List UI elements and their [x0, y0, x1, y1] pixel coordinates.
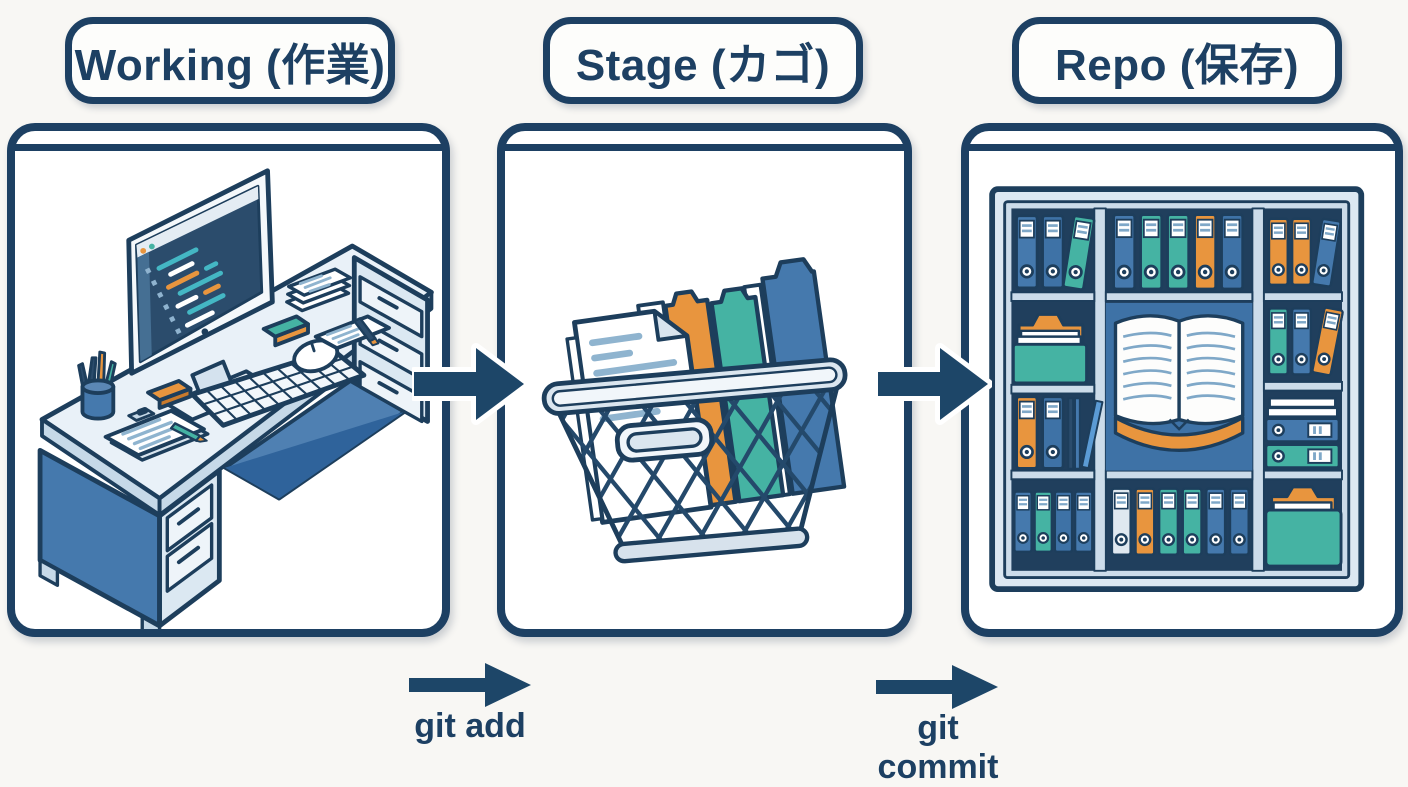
monitor-camera-dot	[201, 328, 209, 336]
shelf-right-folder	[1264, 485, 1343, 568]
git-add-label: git add	[414, 707, 526, 745]
shelf-left-top-binders	[1015, 214, 1096, 292]
paper-stack	[285, 267, 353, 313]
stage-to-repo-arrow	[876, 336, 992, 432]
stage-panel	[497, 123, 912, 637]
basket-illustration	[541, 257, 852, 564]
repo-header: Repo (保存)	[1012, 17, 1342, 104]
repo-panel	[961, 123, 1403, 637]
git-flow-diagram: Working (作業) Stage (カゴ) Repo (保存)	[7, 17, 1403, 786]
pen-cup	[77, 350, 117, 421]
orange-sticky-note	[146, 379, 193, 410]
working-title: Working (作業)	[74, 40, 386, 90]
basket-handle	[614, 417, 715, 463]
stage-title: Stage (カゴ)	[575, 40, 831, 90]
bookshelf-illustration	[989, 186, 1365, 593]
left-pedestal	[37, 447, 222, 629]
shelf-left-folder	[1011, 313, 1089, 385]
stage-panel-topline	[503, 144, 906, 151]
sidebar-ticks	[144, 267, 182, 335]
git-commit-label: git commit	[877, 709, 999, 786]
working-header: Working (作業)	[65, 17, 395, 104]
stage-header: Stage (カゴ)	[543, 17, 863, 104]
clipboard	[103, 406, 210, 462]
open-book	[1113, 314, 1245, 453]
git-add-arrow	[409, 661, 533, 709]
notepad	[313, 314, 391, 351]
git-commit-arrow	[876, 663, 1000, 711]
working-panel-topline	[13, 144, 444, 151]
shelf-left-mid-binders	[1015, 395, 1104, 470]
right-drawers	[351, 255, 430, 424]
shelf-right-mid-binders	[1267, 305, 1345, 377]
shelf-right-top-binders	[1267, 217, 1343, 289]
working-to-stage-arrow	[412, 336, 528, 432]
working-panel	[7, 123, 450, 637]
shelf-right-horizontal-stack	[1264, 397, 1341, 470]
bookshelf	[989, 186, 1365, 593]
shelf-center-top-binders	[1112, 213, 1245, 291]
teal-sticky-note	[261, 314, 310, 348]
repo-panel-topline	[967, 144, 1397, 151]
desk-illustration	[37, 168, 434, 629]
repo-title: Repo (保存)	[1054, 40, 1300, 90]
